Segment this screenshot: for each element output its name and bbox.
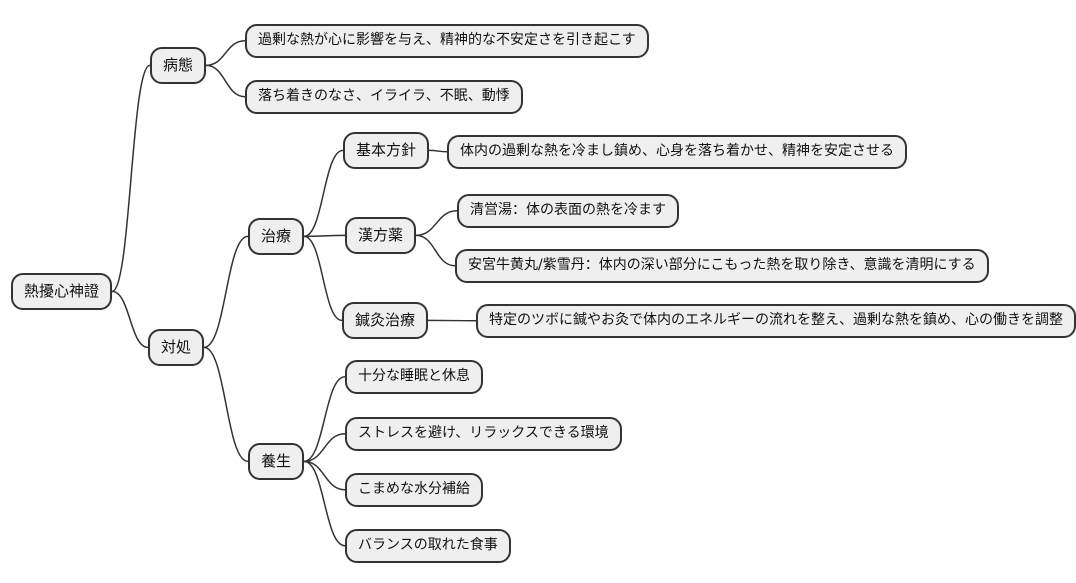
mindmap-node-acupuncture: 鍼灸治療 <box>342 302 429 339</box>
mindmap-edge <box>303 376 346 463</box>
mindmap-node-pathology-symptoms: 落ち着きのなさ、イライラ、不眠、動悸 <box>245 80 523 114</box>
mindmap-edge <box>428 149 448 153</box>
mindmap-edge <box>203 235 249 349</box>
mindmap-node-pathology-mechanism: 過剰な熱が心に影響を与え、精神的な不安定さを引き起こす <box>245 24 649 58</box>
mindmap-edge <box>303 460 346 547</box>
mindmap-node-pathology: 病態 <box>150 47 207 84</box>
mindmap-node-root: 熱擾心神證 <box>11 273 113 310</box>
mindmap-node-treatment: 治療 <box>248 218 305 255</box>
mindmap-node-regimen-hydration: こまめな水分補給 <box>345 473 483 507</box>
mindmap-edge <box>303 234 346 238</box>
mindmap-edge <box>205 40 246 67</box>
mindmap-node-acupuncture-desc: 特定のツボに鍼やお灸で体内のエネルギーの流れを整え、過剰な熱を鎮め、心の働きを調… <box>476 304 1076 338</box>
mindmap-edge <box>303 433 346 463</box>
mindmap-edge <box>205 64 246 98</box>
mindmap-node-basic-policy: 基本方針 <box>343 132 430 169</box>
mindmap-node-regimen: 養生 <box>248 443 305 480</box>
mindmap-node-countermeasures: 対処 <box>148 329 205 366</box>
mindmap-edge <box>415 234 456 267</box>
mindmap-node-regimen-sleep: 十分な睡眠と休息 <box>345 360 483 394</box>
mindmap-edge <box>111 64 151 293</box>
mindmap-edge <box>303 460 346 491</box>
mindmap-node-kampo-angong-shixuedan: 安宮牛黄丸/紫雪丹：体内の深い部分にこもった熱を取り除き、意識を清明にする <box>455 249 989 283</box>
mindmap-edge <box>111 290 149 349</box>
mindmap-node-regimen-stress: ストレスを避け、リラックスできる環境 <box>345 417 622 451</box>
mindmap-node-kampo-medicine: 漢方薬 <box>345 217 417 254</box>
mindmap-edge <box>303 235 343 322</box>
mindmap-edge <box>303 149 344 238</box>
mindmap-edge <box>203 346 249 463</box>
mindmap-node-kampo-seieito: 清営湯：体の表面の熱を冷ます <box>457 194 679 228</box>
mindmap-node-regimen-diet: バランスの取れた食事 <box>345 529 511 563</box>
mindmap-edge <box>415 210 458 237</box>
mindmap-node-basic-policy-desc: 体内の過剰な熱を冷まし鎮め、心身を落ち着かせ、精神を安定させる <box>447 135 907 169</box>
